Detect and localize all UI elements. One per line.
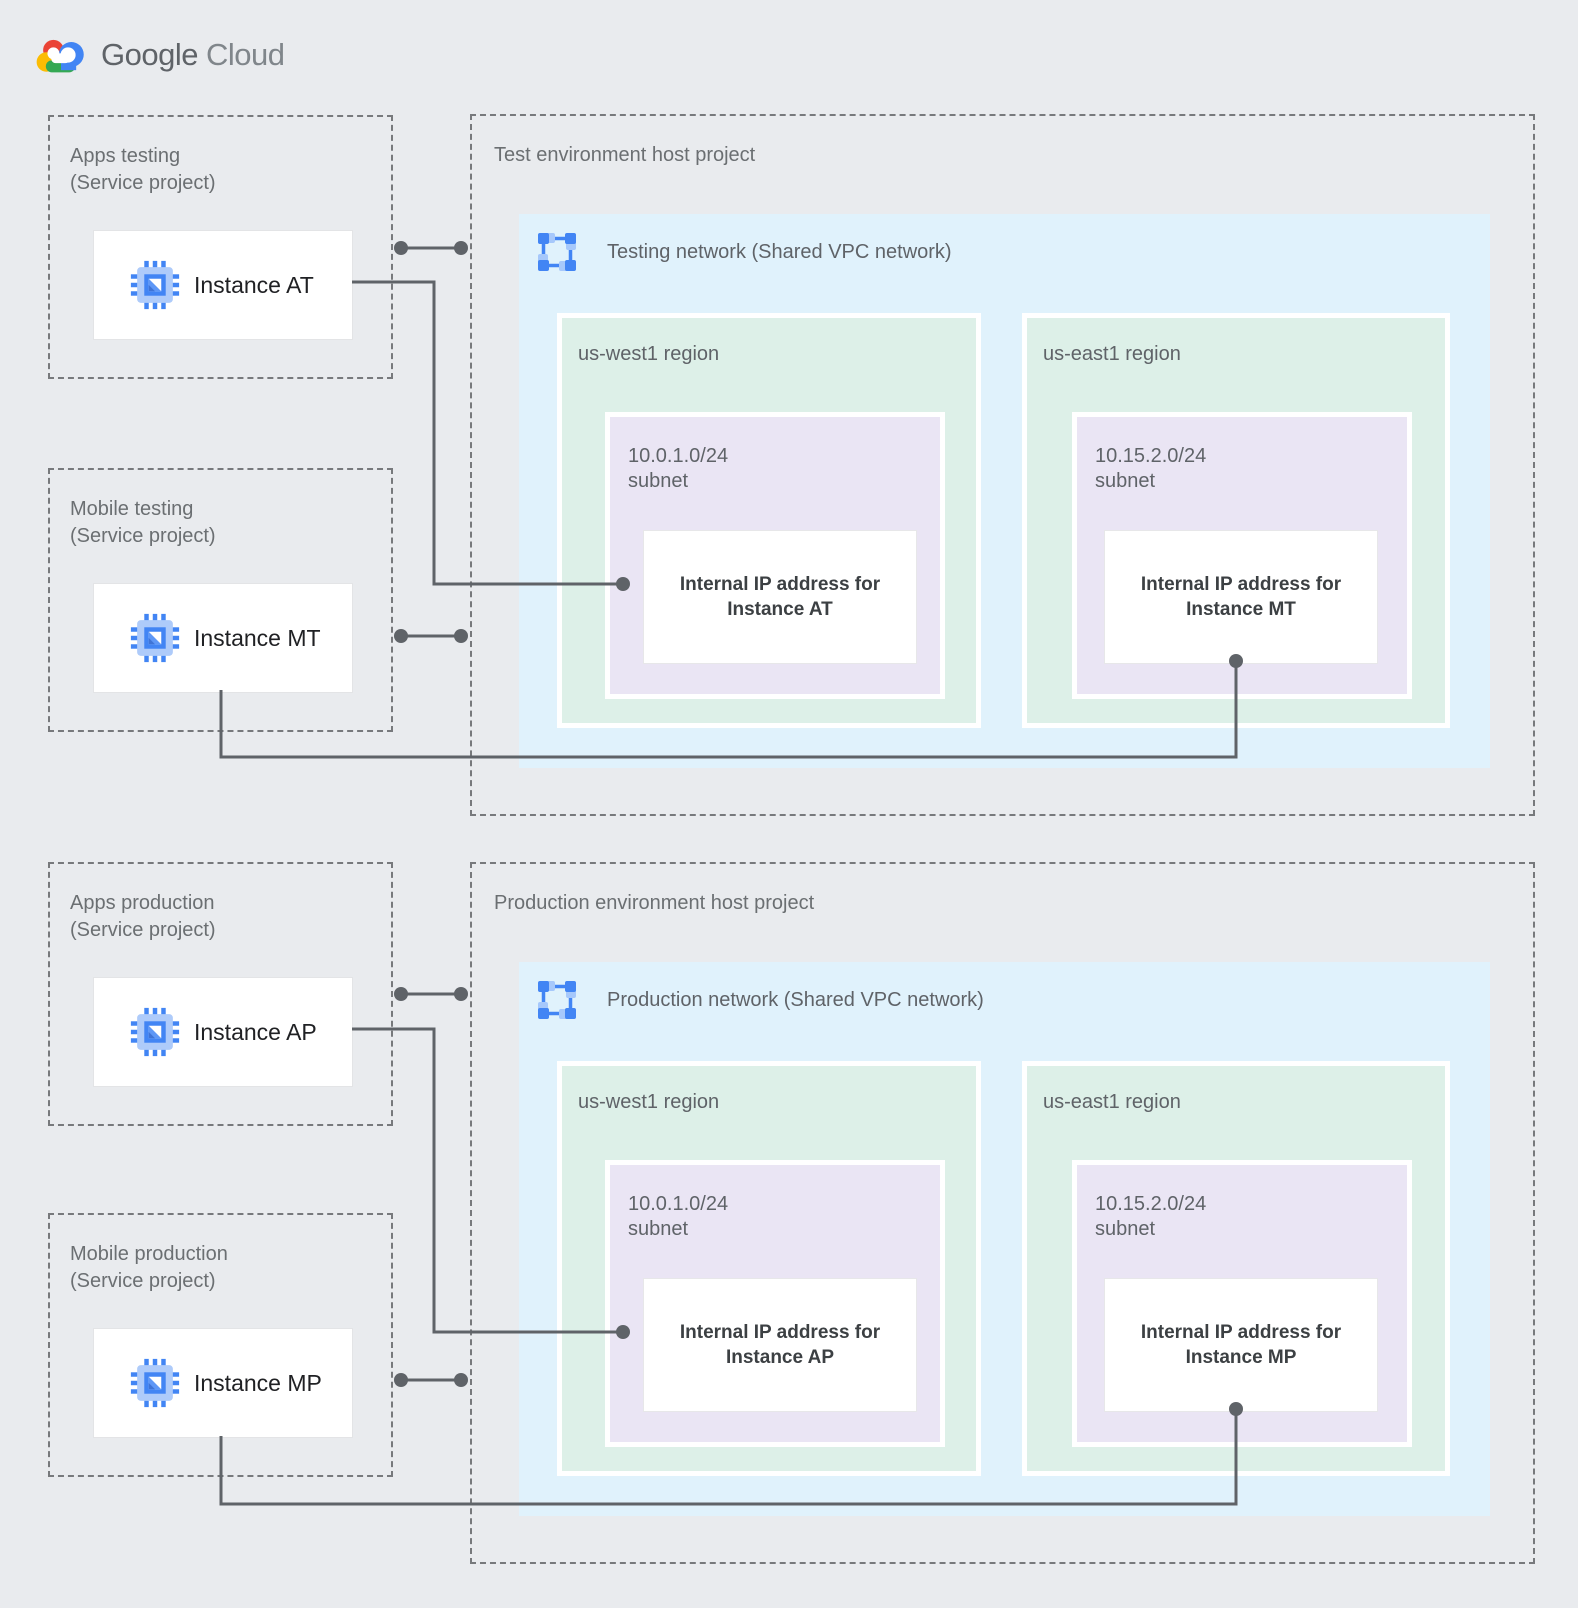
service-project-label: Apps production (Service project) <box>70 890 216 944</box>
service-project-label: Apps testing (Service project) <box>70 143 216 197</box>
instance-card-ap: Instance AP <box>93 977 353 1087</box>
network-header: Production network (Shared VPC network) <box>537 980 984 1020</box>
region-box-us-east1: us-east1 region 10.15.2.0/24 subnet Inte… <box>1022 1061 1450 1476</box>
service-project-subtitle: (Service project) <box>70 525 216 547</box>
compute-engine-icon <box>130 260 180 310</box>
instance-label: Instance AP <box>194 1018 317 1045</box>
subnet-word: subnet <box>628 470 689 492</box>
connector-dot <box>454 1373 468 1387</box>
compute-engine-icon <box>130 1358 180 1408</box>
service-project-title: Mobile production <box>70 1243 228 1265</box>
service-project-title: Apps production <box>70 892 215 914</box>
shared-vpc-network-box-testing: Testing network (Shared VPC network) us-… <box>519 214 1490 768</box>
service-project-title: Mobile testing <box>70 498 194 520</box>
instance-card-at: Instance AT <box>93 230 353 340</box>
google-cloud-logo-icon <box>36 39 84 73</box>
instance-label: Instance MT <box>194 624 321 651</box>
internal-ip-line2: Instance MP <box>1185 1347 1297 1368</box>
subnet-word: subnet <box>628 1218 689 1240</box>
service-project-label: Mobile production (Service project) <box>70 1241 228 1295</box>
connector-dot <box>394 987 408 1001</box>
service-project-apps-production: Apps production (Service project) Instan… <box>48 862 393 1126</box>
service-project-subtitle: (Service project) <box>70 172 216 194</box>
host-project-production: Production environment host project <box>470 862 1535 1564</box>
subnet-box: 10.0.1.0/24 subnet Internal IP address f… <box>605 1160 945 1447</box>
google-logo-word: Google <box>101 37 198 72</box>
internal-ip-card-instance-ap: Internal IP address for Instance AP <box>643 1278 917 1412</box>
subnet-label: 10.15.2.0/24 subnet <box>1095 1192 1206 1242</box>
vpc-network-icon <box>537 980 577 1020</box>
service-project-label: Mobile testing (Service project) <box>70 496 216 550</box>
subnet-label: 10.0.1.0/24 subnet <box>628 1192 728 1242</box>
instance-label: Instance MP <box>194 1369 322 1396</box>
service-project-subtitle: (Service project) <box>70 919 216 941</box>
subnet-box: 10.0.1.0/24 subnet Internal IP address f… <box>605 412 945 699</box>
subnet-cidr: 10.15.2.0/24 <box>1095 445 1207 467</box>
region-box-us-west1: us-west1 region 10.0.1.0/24 subnet Inter… <box>557 1061 981 1476</box>
host-project-title: Test environment host project <box>494 144 756 166</box>
host-project-test: Test environment host project <box>470 114 1535 816</box>
shared-vpc-network-box-production: Production network (Shared VPC network) … <box>519 962 1490 1516</box>
network-label: Production network (Shared VPC network) <box>607 988 984 1011</box>
connector-dot <box>454 629 468 643</box>
subnet-cidr: 10.0.1.0/24 <box>628 445 729 467</box>
service-project-apps-testing: Apps testing (Service project) Instance … <box>48 115 393 379</box>
subnet-box: 10.15.2.0/24 subnet Internal IP address … <box>1072 1160 1412 1447</box>
internal-ip-line2: Instance AP <box>725 1347 835 1368</box>
internal-ip-card-instance-at: Internal IP address for Instance AT <box>643 530 917 664</box>
cloud-logo-word: Cloud <box>205 37 285 72</box>
internal-ip-line1: Internal IP address for <box>679 1322 881 1343</box>
subnet-cidr: 10.0.1.0/24 <box>628 1193 729 1215</box>
instance-label: Instance AT <box>194 271 314 298</box>
host-project-title: Production environment host project <box>494 892 815 914</box>
internal-ip-card-instance-mt: Internal IP address for Instance MT <box>1104 530 1378 664</box>
subnet-word: subnet <box>1095 470 1156 492</box>
compute-engine-icon <box>130 613 180 663</box>
region-label: us-east1 region <box>1043 1091 1181 1113</box>
internal-ip-line2: Instance MT <box>1186 599 1296 620</box>
connector-dot <box>394 1373 408 1387</box>
region-box-us-west1: us-west1 region 10.0.1.0/24 subnet Inter… <box>557 313 981 728</box>
instance-card-mp: Instance MP <box>93 1328 353 1438</box>
subnet-cidr: 10.15.2.0/24 <box>1095 1193 1207 1215</box>
subnet-word: subnet <box>1095 1218 1156 1240</box>
internal-ip-line1: Internal IP address for <box>1140 1322 1342 1343</box>
region-label: us-west1 region <box>578 343 720 365</box>
subnet-label: 10.0.1.0/24 subnet <box>628 444 728 494</box>
network-header: Testing network (Shared VPC network) <box>537 232 952 272</box>
internal-ip-line1: Internal IP address for <box>1140 574 1342 595</box>
connector-dot <box>394 241 408 255</box>
connector-dot <box>394 629 408 643</box>
internal-ip-card-instance-mp: Internal IP address for Instance MP <box>1104 1278 1378 1412</box>
connector-dot <box>454 987 468 1001</box>
compute-engine-icon <box>130 1007 180 1057</box>
service-project-mobile-testing: Mobile testing (Service project) Instanc… <box>48 468 393 732</box>
region-label: us-west1 region <box>578 1091 720 1113</box>
internal-ip-line1: Internal IP address for <box>679 574 881 595</box>
internal-ip-line2: Instance AT <box>727 599 833 620</box>
network-label: Testing network (Shared VPC network) <box>607 240 952 263</box>
service-project-title: Apps testing <box>70 145 181 167</box>
instance-card-mt: Instance MT <box>93 583 353 693</box>
subnet-label: 10.15.2.0/24 subnet <box>1095 444 1206 494</box>
connector-dot <box>454 241 468 255</box>
region-label: us-east1 region <box>1043 343 1181 365</box>
region-box-us-east1: us-east1 region 10.15.2.0/24 subnet Inte… <box>1022 313 1450 728</box>
service-project-subtitle: (Service project) <box>70 1270 216 1292</box>
service-project-mobile-production: Mobile production (Service project) Inst… <box>48 1213 393 1477</box>
vpc-network-icon <box>537 232 577 272</box>
subnet-box: 10.15.2.0/24 subnet Internal IP address … <box>1072 412 1412 699</box>
